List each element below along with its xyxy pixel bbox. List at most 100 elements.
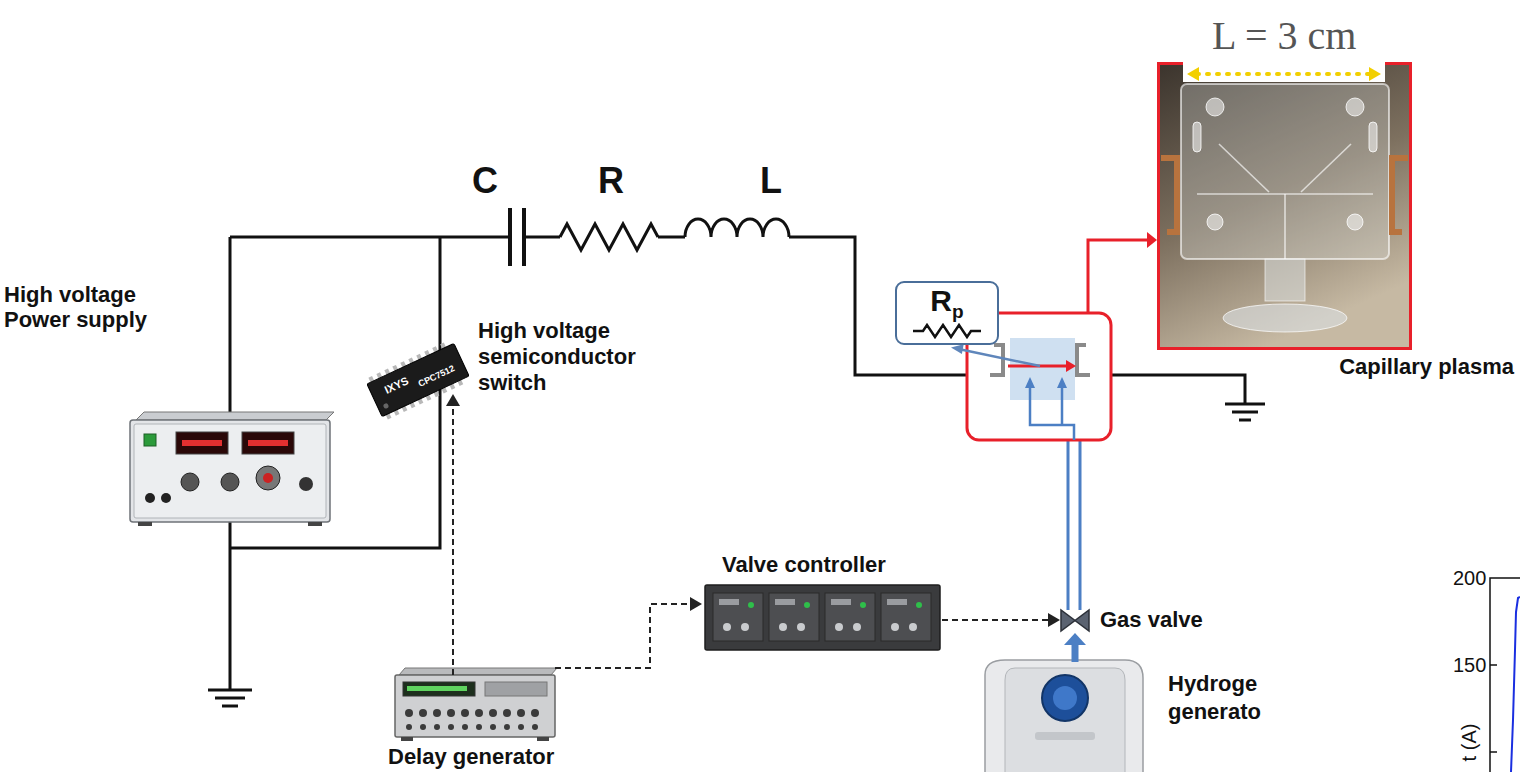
power-supply-image	[308, 522, 322, 526]
delay-generator-image	[395, 668, 557, 741]
delay-generator-image	[503, 709, 511, 717]
arrow-head	[690, 597, 702, 611]
delay-generator-image	[518, 724, 524, 730]
hydrogen-generator-image	[1042, 675, 1088, 721]
delay-generator-image	[405, 709, 413, 717]
delay-generator-image	[401, 737, 413, 741]
symbol-letter: R	[930, 286, 952, 316]
gas-pipe	[1068, 440, 1080, 610]
hydrogen-generator-image	[985, 660, 1143, 772]
power-supply-image	[134, 424, 326, 518]
trigger-line	[452, 404, 454, 675]
capillary-device	[1010, 338, 1075, 400]
symbol-subscript: p	[952, 302, 964, 321]
capillary-photo	[1197, 144, 1373, 259]
delay-generator-image	[461, 709, 469, 717]
valve-controller-image	[825, 593, 875, 641]
delay-generator-image	[399, 668, 557, 675]
leader-arrow	[961, 350, 1040, 367]
delay-generator-image	[407, 686, 467, 691]
resistor-symbol	[560, 224, 658, 250]
gas-pipe	[1068, 440, 1080, 610]
delay-generator-image	[537, 737, 549, 741]
power-supply-image	[130, 412, 334, 526]
device-label: Delay generator	[388, 744, 554, 769]
valve-controller-image	[719, 599, 907, 605]
valve-controller-image	[804, 602, 810, 608]
capillary-photo	[1206, 98, 1224, 116]
power-supply-image	[176, 432, 228, 454]
power-supply-image	[145, 493, 155, 503]
wire	[1090, 375, 1245, 404]
power-supply-image	[182, 440, 222, 446]
power-supply-image	[161, 493, 171, 503]
power-supply-image	[136, 412, 334, 420]
axis-tick: 200	[1453, 567, 1486, 590]
power-supply-image	[299, 477, 313, 491]
capillary-photo	[1284, 194, 1286, 259]
wire	[230, 237, 1245, 690]
ground-symbol	[1225, 403, 1265, 406]
valve-controller-image	[713, 593, 763, 641]
capillary-photo	[1157, 62, 1412, 350]
delay-generator-image	[490, 724, 496, 730]
valve-controller-image	[723, 623, 917, 631]
capacitor-symbol	[522, 208, 526, 266]
capillary-photo	[1347, 214, 1363, 230]
arrow-head	[1048, 613, 1060, 627]
valve-controller-image	[887, 599, 907, 605]
valve-controller-image	[705, 585, 940, 650]
capillary-photo	[1219, 144, 1269, 192]
valve-controller-image	[831, 599, 851, 605]
hydrogen-generator-image	[1005, 668, 1125, 772]
power-supply-image	[181, 473, 199, 491]
power-supply-image	[256, 466, 280, 490]
valve-controller-image	[719, 599, 739, 605]
delay-generator-image	[476, 724, 482, 730]
trigger-line	[555, 604, 692, 668]
gas-feed-arrow	[1064, 633, 1086, 662]
chip-image	[367, 343, 469, 416]
capillary-device	[1077, 345, 1090, 375]
valve-controller-image	[860, 602, 866, 608]
capillary-photo	[1181, 84, 1389, 259]
capillary-photo	[1223, 304, 1347, 332]
chart-fragment	[1490, 751, 1497, 753]
delay-generator-image	[448, 724, 454, 730]
hydrogen-generator-image	[1053, 686, 1077, 710]
leader-arrow	[951, 344, 1040, 366]
gas-feed-arrow	[1072, 644, 1079, 662]
photo-frame: Capillary plasma	[1157, 62, 1412, 350]
delay-generator-image	[395, 675, 555, 737]
valve-controller-image	[909, 623, 917, 631]
capillary-device	[1066, 360, 1076, 372]
capillary-photo	[1161, 158, 1177, 232]
component-label: L	[760, 160, 782, 201]
delay-generator-image	[532, 724, 538, 730]
delay-generator-image	[462, 724, 468, 730]
capillary-photo	[1183, 0, 1385, 82]
gas-feed-arrow	[1064, 633, 1086, 645]
leader-arrow	[951, 344, 964, 354]
capillary-photo	[1392, 158, 1408, 232]
leader-arrow	[1088, 240, 1148, 313]
power-supply-image	[221, 473, 239, 491]
valve-controller-image	[835, 623, 843, 631]
component-label: R	[598, 160, 624, 201]
delay-generator-image	[403, 682, 475, 696]
axis-tick: 150	[1453, 654, 1486, 677]
chart-fragment	[1490, 578, 1520, 772]
delay-generator-image	[405, 709, 539, 730]
delay-generator-image	[517, 709, 525, 717]
gas-valve-symbol	[1061, 610, 1089, 631]
ground-symbol	[1232, 411, 1258, 414]
device-label: High voltage semiconductor switch	[478, 318, 648, 396]
capillary-photo	[1369, 67, 1381, 81]
power-supply-image	[138, 522, 152, 526]
power-supply-image	[263, 473, 273, 483]
valve-controller-image	[853, 623, 861, 631]
capillary-photo	[1197, 72, 1371, 76]
hydrogen-generator-image	[1035, 732, 1095, 740]
capillary-photo	[1207, 214, 1223, 230]
capillary-photo	[1157, 62, 1412, 350]
